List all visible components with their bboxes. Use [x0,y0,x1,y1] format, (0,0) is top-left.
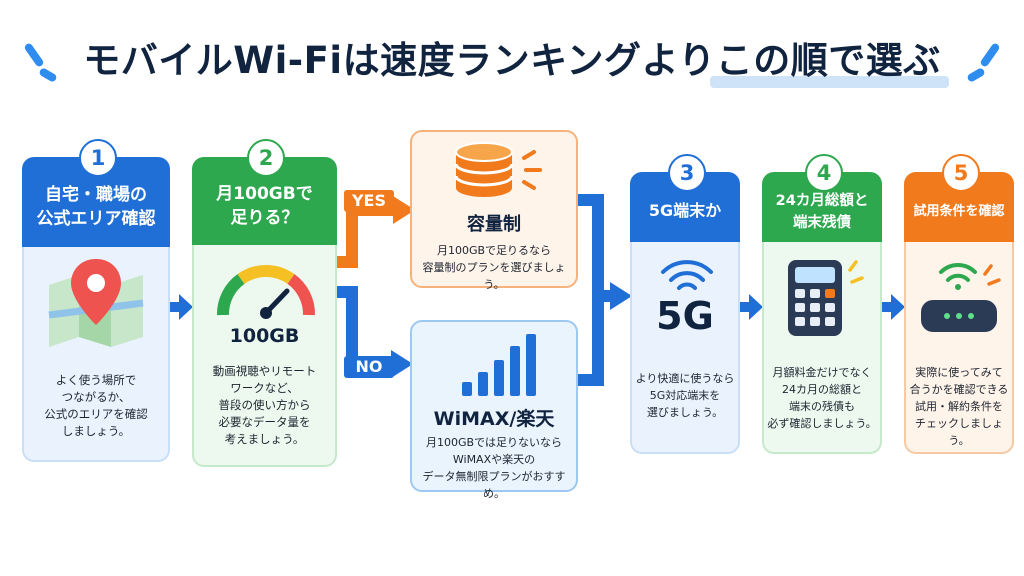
yes-label: YES [344,190,394,212]
flow-arrow-1-2 [170,294,193,320]
step-3-body: 5G より快適に使うなら 5G対応端末を 選びましょう。 [630,242,740,454]
step-1-number: 1 [79,139,117,177]
database-icon [454,142,542,197]
step-2-desc: 動画視聴やリモート ワークなど、 普段の使い方から 必要なデータ量を 考えましょ… [212,364,317,446]
flow-arrow-4-5 [882,294,905,320]
title-part2-highlight: この順で選ぶ [709,30,949,88]
step-3-desc: より快適に使うなら 5G対応端末を 選びましょう。 [635,372,735,419]
gauge-label: 100GB [229,325,300,347]
gauge-icon [217,264,315,319]
step-4-body: 月額料金だけでなく 24カ月の総額と 端末の残債も 必ず確認しましょう。 [762,242,882,454]
unlimited-plan-title: WiMAX/楽天 [433,408,555,430]
step-4-title: 24カ月総額と 端末残債 [775,193,869,231]
map-pin-icon [48,259,144,347]
flow-arrow-3-4 [740,294,763,320]
step-1-desc: よく使う場所で つながるか、 公式のエリアを確認 しましょう。 [44,373,148,438]
step-5-number: 5 [942,154,980,192]
capacity-plan-desc: 月100GBで足りるなら 容量制のプランを選びましょう。 [422,244,566,291]
router-icon [921,262,1001,332]
title-part1: モバイルWi-Fiは速度ランキングより [83,39,716,82]
step-2-title: 月100GBで 足りる？ [216,184,313,228]
step-1-card: 1 自宅・職場の 公式エリア確認 よく使う場所で つながるか、 公式のエリアを確… [22,139,170,462]
step-5-desc: 実際に使ってみて 合うかを確認できる 試用・解約条件を チェックしましょう。 [909,366,1009,447]
wifi-icon [661,260,713,290]
step-5-title: 試用条件を確認 [913,204,1005,219]
calculator-icon [788,260,864,336]
step-3-title: 5G端末か [648,201,722,220]
step-4-number: 4 [805,154,843,192]
5g-badge: 5G [656,294,714,338]
step-2-body: 100GB 動画視聴やリモート ワークなど、 普段の使い方から 必要なデータ量を… [192,245,337,467]
unlimited-plan-desc: 月100GBでは足りないなら WiMAXや楽天の データ無制限プランがおすすめ。 [422,436,566,500]
no-label: NO [344,356,394,378]
title-part2: この順で選ぶ [715,39,941,82]
step-3-header: 3 5G端末か [630,154,740,242]
page-title: モバイルWi-Fiは速度ランキングよりこの順で選ぶ [0,30,1024,88]
step-5-card: 5 試用条件を確認 実際に使ってみて 合うかを確認できる 試用・解約条件を チェ… [904,154,1014,454]
signal-bars-icon [462,334,536,396]
capacity-plan-title: 容量制 [467,214,521,235]
step-2-header: 2 月100GBで 足りる？ [192,139,337,245]
step-5-body: 実際に使ってみて 合うかを確認できる 試用・解約条件を チェックしましょう。 [904,242,1014,454]
step-1-title: 自宅・職場の 公式エリア確認 [36,185,156,229]
step-3-number: 3 [668,154,706,192]
unlimited-plan-box: WiMAX/楽天 月100GBでは足りないなら WiMAXや楽天の データ無制限… [410,320,578,500]
step-1-header: 1 自宅・職場の 公式エリア確認 [22,139,170,247]
step-2-number: 2 [247,139,285,177]
step-3-card: 3 5G端末か 5G より快適に使うなら 5G対応端末を 選びましょう。 [630,154,740,454]
step-4-header: 4 24カ月総額と 端末残債 [762,154,882,242]
capacity-plan-box: 容量制 月100GBで足りるなら 容量制のプランを選びましょう。 [410,130,578,291]
step-4-desc: 月額料金だけでなく 24カ月の総額と 端末の残債も 必ず確認しましょう。 [767,366,877,430]
step-4-card: 4 24カ月総額と 端末残債 月額料金だけでなく 24カ月の総額と 端末の残債も… [762,154,882,454]
step-1-body: よく使う場所で つながるか、 公式のエリアを確認 しましょう。 [22,247,170,462]
step-2-card: 2 月100GBで 足りる？ 100GB 動画視聴やリモート ワークなど、 普段… [192,139,337,467]
step-5-header: 5 試用条件を確認 [904,154,1014,242]
